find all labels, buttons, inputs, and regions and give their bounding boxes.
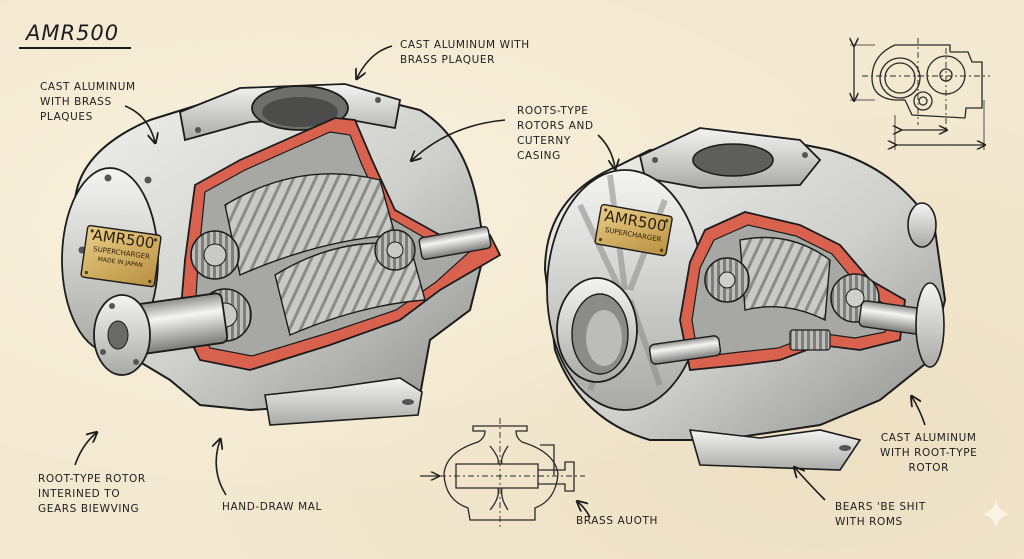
- drawing-title: AMR500: [26, 21, 120, 45]
- right-rear-flange: [915, 282, 945, 368]
- label-roots-type-rotors: ROOTS-TYPE ROTORS AND CUTERNY CASING: [517, 105, 594, 162]
- arrow-bottom-right-upper: [912, 397, 926, 426]
- right-inlet-port: [692, 143, 774, 177]
- arrow-bottom-left: [74, 433, 96, 466]
- label-brass: BRASS AUOTH: [576, 515, 658, 527]
- left-mount-foot: [264, 377, 423, 426]
- label-cast-aluminum-brass-plaques: CAST ALUMINUM WITH BRASS PLAQUES: [40, 81, 136, 123]
- arrow-bottom-right-lower: [795, 468, 826, 501]
- arrow-top-center: [357, 45, 393, 78]
- annotation-arrows: [74, 45, 926, 518]
- orthographic-sketch: [850, 38, 990, 150]
- left-brass-plaque: [80, 224, 162, 288]
- right-gear-lower: [789, 329, 831, 351]
- right-front-shaft: [648, 335, 722, 365]
- label-cast-aluminum-root-rotor: CAST ALUMINUM WITH ROOT-TYPE ROTOR: [880, 432, 978, 474]
- arrow-roots-right: [597, 134, 615, 168]
- left-supercharger: [61, 83, 502, 426]
- arrow-brass: [578, 502, 591, 518]
- cross-section-schematic: [420, 418, 585, 528]
- left-right-shaft: [418, 226, 492, 260]
- arrow-roots-left: [412, 119, 506, 160]
- right-brass-plaque: [594, 203, 673, 257]
- label-root-type-rotor-gears: ROOT-TYPE ROTOR INTERINED TO GEARS BIEWV…: [38, 473, 146, 515]
- right-rotor: [739, 236, 831, 322]
- sparkle-icon: [982, 500, 1010, 528]
- right-supercharger: [543, 127, 947, 471]
- label-cast-aluminum-brass-plaquer: CAST ALUMINUM WITH BRASS PLAQUER: [400, 39, 530, 66]
- arrow-hand-draw: [216, 440, 227, 496]
- arrow-top-left: [124, 105, 155, 142]
- title-underline: [19, 47, 131, 49]
- label-hand-draw: HAND-DRAW MAL: [222, 501, 322, 513]
- label-bears-with-roms: BEARS 'BE SHIT WITH ROMS: [835, 501, 926, 528]
- right-mount-foot: [688, 429, 862, 471]
